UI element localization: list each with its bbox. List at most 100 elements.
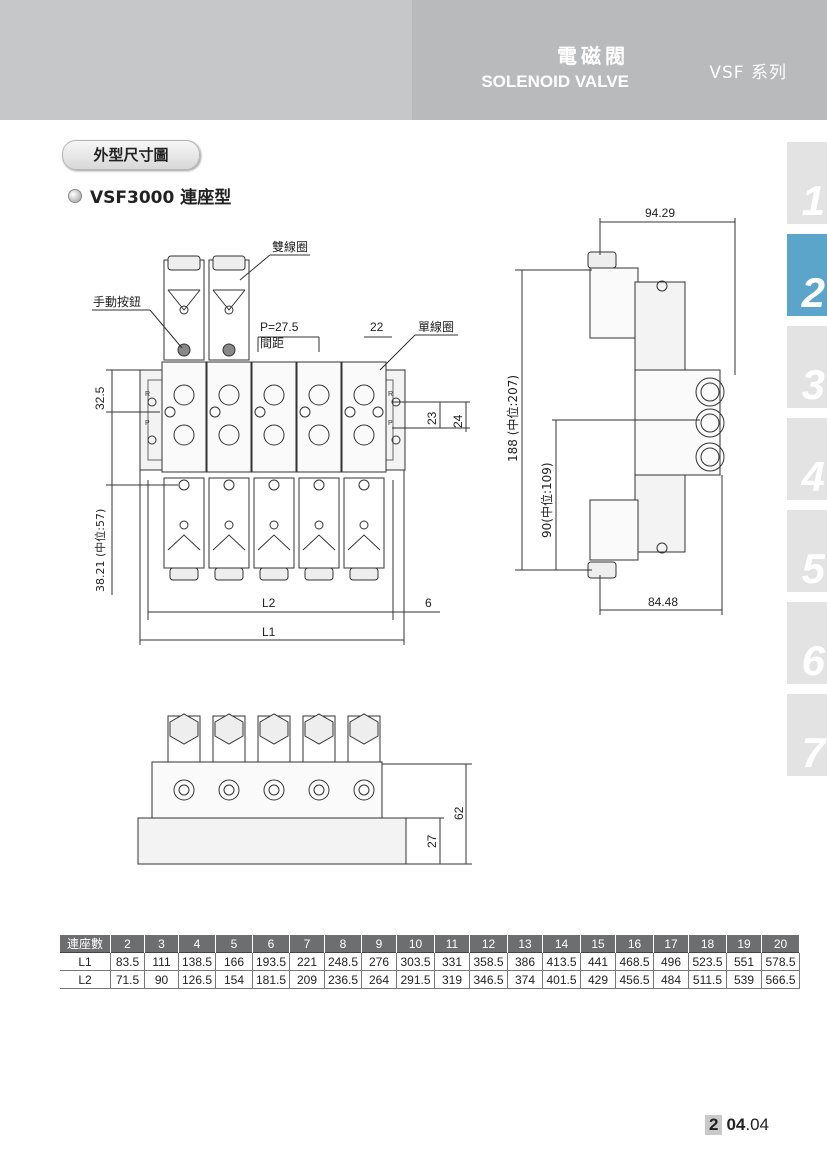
dim-27: 27	[425, 834, 439, 848]
table-cell: 566.5	[761, 970, 800, 989]
table-cell: 346.5	[469, 970, 508, 989]
header-title-en: SOLENOID VALVE	[481, 72, 629, 91]
row-label: L1	[60, 952, 111, 971]
table-header-cell: 19	[726, 935, 762, 953]
chapter-tab-7[interactable]: 7	[787, 694, 827, 776]
header-accent	[412, 0, 827, 120]
table-cell: 374	[507, 970, 543, 989]
dim-38-21: 38.21 (中位:57)	[93, 509, 107, 592]
table-header-cell: 13	[507, 935, 543, 953]
table-cell: 71.5	[110, 970, 145, 989]
table-cell: 83.5	[110, 952, 145, 971]
table-header-cell: 14	[542, 935, 581, 953]
table-cell: 166	[215, 952, 253, 971]
table-cell: 181.5	[252, 970, 290, 989]
table-cell: 484	[653, 970, 689, 989]
port-label-r-left: R	[145, 391, 150, 398]
table-header-cell: 4	[178, 935, 216, 953]
model-heading: VSF3000 連座型	[68, 183, 231, 208]
port-label-r-right: R	[388, 391, 393, 398]
label-pitch: P=27.5	[260, 320, 299, 334]
dim-22: 22	[370, 320, 384, 334]
table-header-cell: 9	[361, 935, 397, 953]
table-header-row: 連座數 2 3 4 5 6 7 8 9 10 11 12 13 14 15 16…	[60, 935, 800, 953]
chapter-tab-2[interactable]: 2	[787, 234, 827, 316]
table-cell: 331	[434, 952, 470, 971]
page-number-main: 04	[726, 1115, 746, 1134]
table-cell: 578.5	[761, 952, 800, 971]
page-main: 04.04	[726, 1115, 769, 1135]
table-header-cell: 12	[469, 935, 508, 953]
table-cell: 291.5	[396, 970, 435, 989]
header-series: VSF 系列	[709, 63, 787, 83]
dim-l1: L1	[262, 625, 276, 639]
table-cell: 511.5	[688, 970, 727, 989]
table-header-cell: 6	[252, 935, 290, 953]
page-chapter: 2	[704, 1115, 723, 1135]
table-cell: 441	[580, 952, 616, 971]
table-cell: 221	[289, 952, 325, 971]
table-cell: 111	[144, 952, 179, 971]
table-header-cell: 7	[289, 935, 325, 953]
port-label-p-left: P	[145, 420, 150, 427]
table-header-cell: 2	[110, 935, 145, 953]
table-header-cell: 17	[653, 935, 689, 953]
model-name: VSF3000 連座型	[90, 188, 232, 208]
table-cell: 401.5	[542, 970, 581, 989]
table-header-cell: 8	[324, 935, 362, 953]
port-label-p-right: P	[388, 420, 393, 427]
dim-188: 188 (中位:207)	[505, 375, 520, 462]
table-cell: 209	[289, 970, 325, 989]
table-cell: 468.5	[615, 952, 654, 971]
table-cell: 319	[434, 970, 470, 989]
table-cell: 539	[726, 970, 762, 989]
front-view: R P R P	[92, 254, 470, 645]
table-cell: 276	[361, 952, 397, 971]
table-cell: 551	[726, 952, 762, 971]
table-cell: 154	[215, 970, 253, 989]
table-header-cell: 5	[215, 935, 253, 953]
dim-23: 23	[425, 411, 439, 425]
table-header-cell: 18	[688, 935, 727, 953]
dim-l2: L2	[262, 596, 276, 610]
dim-94-29: 94.29	[645, 206, 675, 220]
table-cell: 429	[580, 970, 616, 989]
dim-90: 90(中位:109)	[539, 462, 554, 538]
page-header: 電磁閥 SOLENOID VALVE VSF 系列	[0, 0, 827, 120]
table-cell: 413.5	[542, 952, 581, 971]
table-header-cell: 20	[761, 935, 800, 953]
chapter-tab-6[interactable]: 6	[787, 602, 827, 684]
table-cell: 264	[361, 970, 397, 989]
row-label: L2	[60, 970, 111, 989]
table-cell: 358.5	[469, 952, 508, 971]
chapter-tab-1[interactable]: 1	[787, 142, 827, 224]
table-row: L2 71.5 90 126.5 154 181.5 209 236.5 264…	[60, 970, 800, 989]
label-single-coil: 單線圈	[418, 319, 454, 334]
chapter-tab-5[interactable]: 5	[787, 510, 827, 592]
table-cell: 303.5	[396, 952, 435, 971]
table-header-cell: 16	[615, 935, 654, 953]
side-view	[515, 218, 736, 615]
table-header-cell: 15	[580, 935, 616, 953]
bottom-view	[137, 713, 472, 865]
chapter-tab-3[interactable]: 3	[787, 326, 827, 408]
table-cell: 523.5	[688, 952, 727, 971]
dim-24: 24	[451, 414, 465, 428]
table-row: L1 83.5 111 138.5 166 193.5 221 248.5 27…	[60, 952, 800, 971]
dimension-table: 連座數 2 3 4 5 6 7 8 9 10 11 12 13 14 15 16…	[60, 935, 800, 989]
table-cell: 90	[144, 970, 179, 989]
table-cell: 236.5	[324, 970, 362, 989]
dimension-drawing: R P R P 雙線圈 手動按鈕 P=27.5 間距 22 單線圈 32.5 2…	[92, 206, 736, 865]
table-header-cell: 3	[144, 935, 179, 953]
table-cell: 386	[507, 952, 543, 971]
table-cell: 193.5	[252, 952, 290, 971]
table-header-label: 連座數	[60, 935, 111, 953]
header-title-zh: 電磁閥	[557, 44, 629, 68]
chapter-tab-4[interactable]: 4	[787, 418, 827, 500]
dim-62: 62	[452, 806, 466, 820]
page-number: 2 04.04	[704, 1115, 769, 1135]
table-header-cell: 11	[434, 935, 470, 953]
table-cell: 456.5	[615, 970, 654, 989]
page-number-sub: .04	[745, 1115, 769, 1134]
dim-6: 6	[425, 596, 432, 610]
